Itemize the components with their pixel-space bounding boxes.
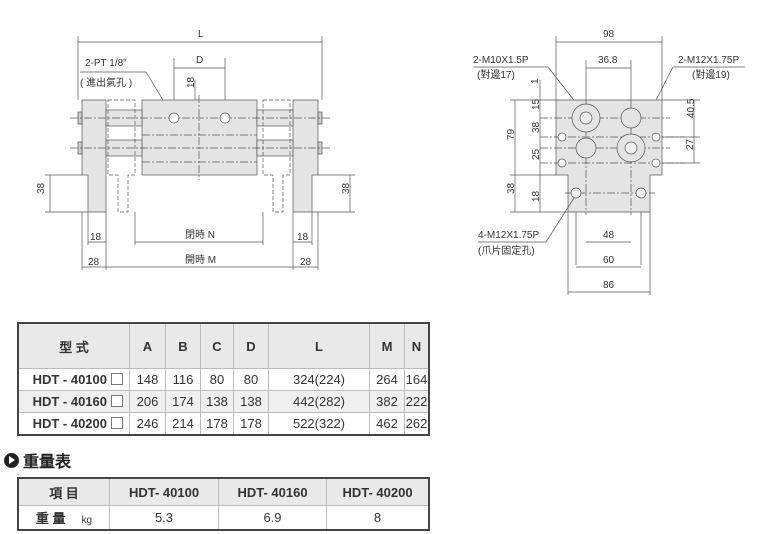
jaw-mount-hole-icon bbox=[635, 187, 647, 199]
weight-section-title: 重量表 bbox=[4, 448, 71, 472]
cell: 382 bbox=[369, 390, 405, 413]
closed-N: 閉時 N bbox=[185, 229, 215, 241]
dim-60: 60 bbox=[603, 255, 615, 266]
weight-table: 項 目 HDT- 40100 HDT- 40160 HDT- 40200 重 量… bbox=[17, 477, 430, 531]
dim-79: 79 bbox=[506, 128, 517, 140]
dim-40-5: 40.5 bbox=[686, 98, 697, 118]
callout-right-note: (對邊19) bbox=[692, 68, 730, 81]
weight-title-text: 重量表 bbox=[23, 454, 72, 471]
dim-38a: 38 bbox=[531, 121, 542, 133]
air-port-icon bbox=[168, 112, 180, 124]
header-B: B bbox=[165, 322, 201, 369]
cell: 264 bbox=[369, 368, 405, 391]
dim-98: 98 bbox=[603, 29, 615, 40]
dim-18: 18 bbox=[531, 190, 542, 202]
dim-18-right: 18 bbox=[297, 232, 309, 243]
dim-18-left: 18 bbox=[90, 232, 102, 243]
m10-port-icon bbox=[579, 111, 593, 125]
cell: 148 bbox=[129, 368, 166, 391]
cell: 462 bbox=[369, 412, 405, 436]
cell: 174 bbox=[165, 390, 201, 413]
header-model: 型 式 bbox=[17, 322, 130, 369]
header-item: 項 目 bbox=[17, 477, 110, 506]
dim-28-right: 28 bbox=[300, 257, 312, 268]
dim-D: D bbox=[196, 55, 203, 66]
front-view-drawing: L D 18 2-PT 1/8" ( 進出氣孔 ) 38 38 18 18 28… bbox=[36, 29, 355, 270]
cell: 178 bbox=[233, 412, 269, 436]
dim-38-right: 38 bbox=[341, 182, 352, 194]
callout-bottom: 4-M12X1.75P bbox=[478, 230, 539, 241]
header-M: M bbox=[369, 322, 405, 369]
dim-15: 15 bbox=[531, 98, 542, 110]
cell: 206 bbox=[129, 390, 166, 413]
cell: 522(322) bbox=[268, 412, 370, 436]
weight-value: 6.9 bbox=[218, 505, 327, 531]
cell: 138 bbox=[233, 390, 269, 413]
cell: 138 bbox=[200, 390, 234, 413]
header-model: HDT- 40100 bbox=[109, 477, 219, 506]
spec-header-row: 型 式 A B C D L M N bbox=[17, 322, 430, 369]
cell: 80 bbox=[200, 368, 234, 391]
callout-right: 2-M12X1.75P bbox=[678, 55, 739, 66]
cell: 214 bbox=[165, 412, 201, 436]
header-model: HDT- 40160 bbox=[218, 477, 327, 506]
cell: 246 bbox=[129, 412, 166, 436]
weight-header-row: 項 目 HDT- 40100 HDT- 40160 HDT- 40200 bbox=[17, 477, 430, 506]
header-model: HDT- 40200 bbox=[326, 477, 430, 506]
callout-left-note: (對邊17) bbox=[477, 68, 515, 81]
dim-36-8: 36.8 bbox=[598, 55, 618, 66]
m12-port-icon bbox=[624, 141, 638, 155]
cell: 222 bbox=[404, 390, 430, 413]
header-A: A bbox=[129, 322, 166, 369]
port-note: ( 進出氣孔 ) bbox=[80, 76, 132, 89]
cell: 262 bbox=[404, 412, 430, 436]
weight-value: 8 bbox=[326, 505, 430, 531]
dim-48: 48 bbox=[603, 230, 615, 241]
dim-1: 1 bbox=[530, 78, 541, 84]
open-M: 開時 M bbox=[185, 254, 216, 266]
callout-bottom-note: (爪片固定孔) bbox=[478, 244, 535, 257]
port-label: 2-PT 1/8" bbox=[85, 58, 127, 69]
cell: 116 bbox=[165, 368, 201, 391]
jaw-mount-hole-icon bbox=[570, 187, 582, 199]
weight-value: 5.3 bbox=[109, 505, 219, 531]
dim-18-top: 18 bbox=[186, 76, 197, 88]
dim-86: 86 bbox=[603, 280, 615, 291]
model-cell: HDT - 40100 bbox=[17, 368, 130, 391]
dim-28-left: 28 bbox=[88, 257, 100, 268]
side-view-drawing: 98 36.8 2-M10X1.5P (對邊17) 2-M12X1.75P (對… bbox=[473, 29, 745, 295]
model-cell: HDT - 40160 bbox=[17, 390, 130, 413]
dim-L: L bbox=[198, 29, 204, 40]
header-L: L bbox=[268, 322, 370, 369]
cell: 80 bbox=[233, 368, 269, 391]
header-N: N bbox=[404, 322, 430, 369]
cell: 442(282) bbox=[268, 390, 370, 413]
dim-38b: 38 bbox=[506, 182, 517, 194]
dim-38-left: 38 bbox=[36, 182, 47, 194]
cell: 164 bbox=[404, 368, 430, 391]
dim-27: 27 bbox=[685, 138, 696, 150]
play-bullet-icon bbox=[4, 452, 19, 468]
dim-25: 25 bbox=[531, 148, 542, 160]
header-D: D bbox=[233, 322, 269, 369]
header-C: C bbox=[200, 322, 234, 369]
cell: 324(224) bbox=[268, 368, 370, 391]
air-port-icon bbox=[219, 112, 231, 124]
model-cell: HDT - 40200 bbox=[17, 412, 130, 436]
cell: 178 bbox=[200, 412, 234, 436]
callout-left: 2-M10X1.5P bbox=[473, 55, 529, 66]
